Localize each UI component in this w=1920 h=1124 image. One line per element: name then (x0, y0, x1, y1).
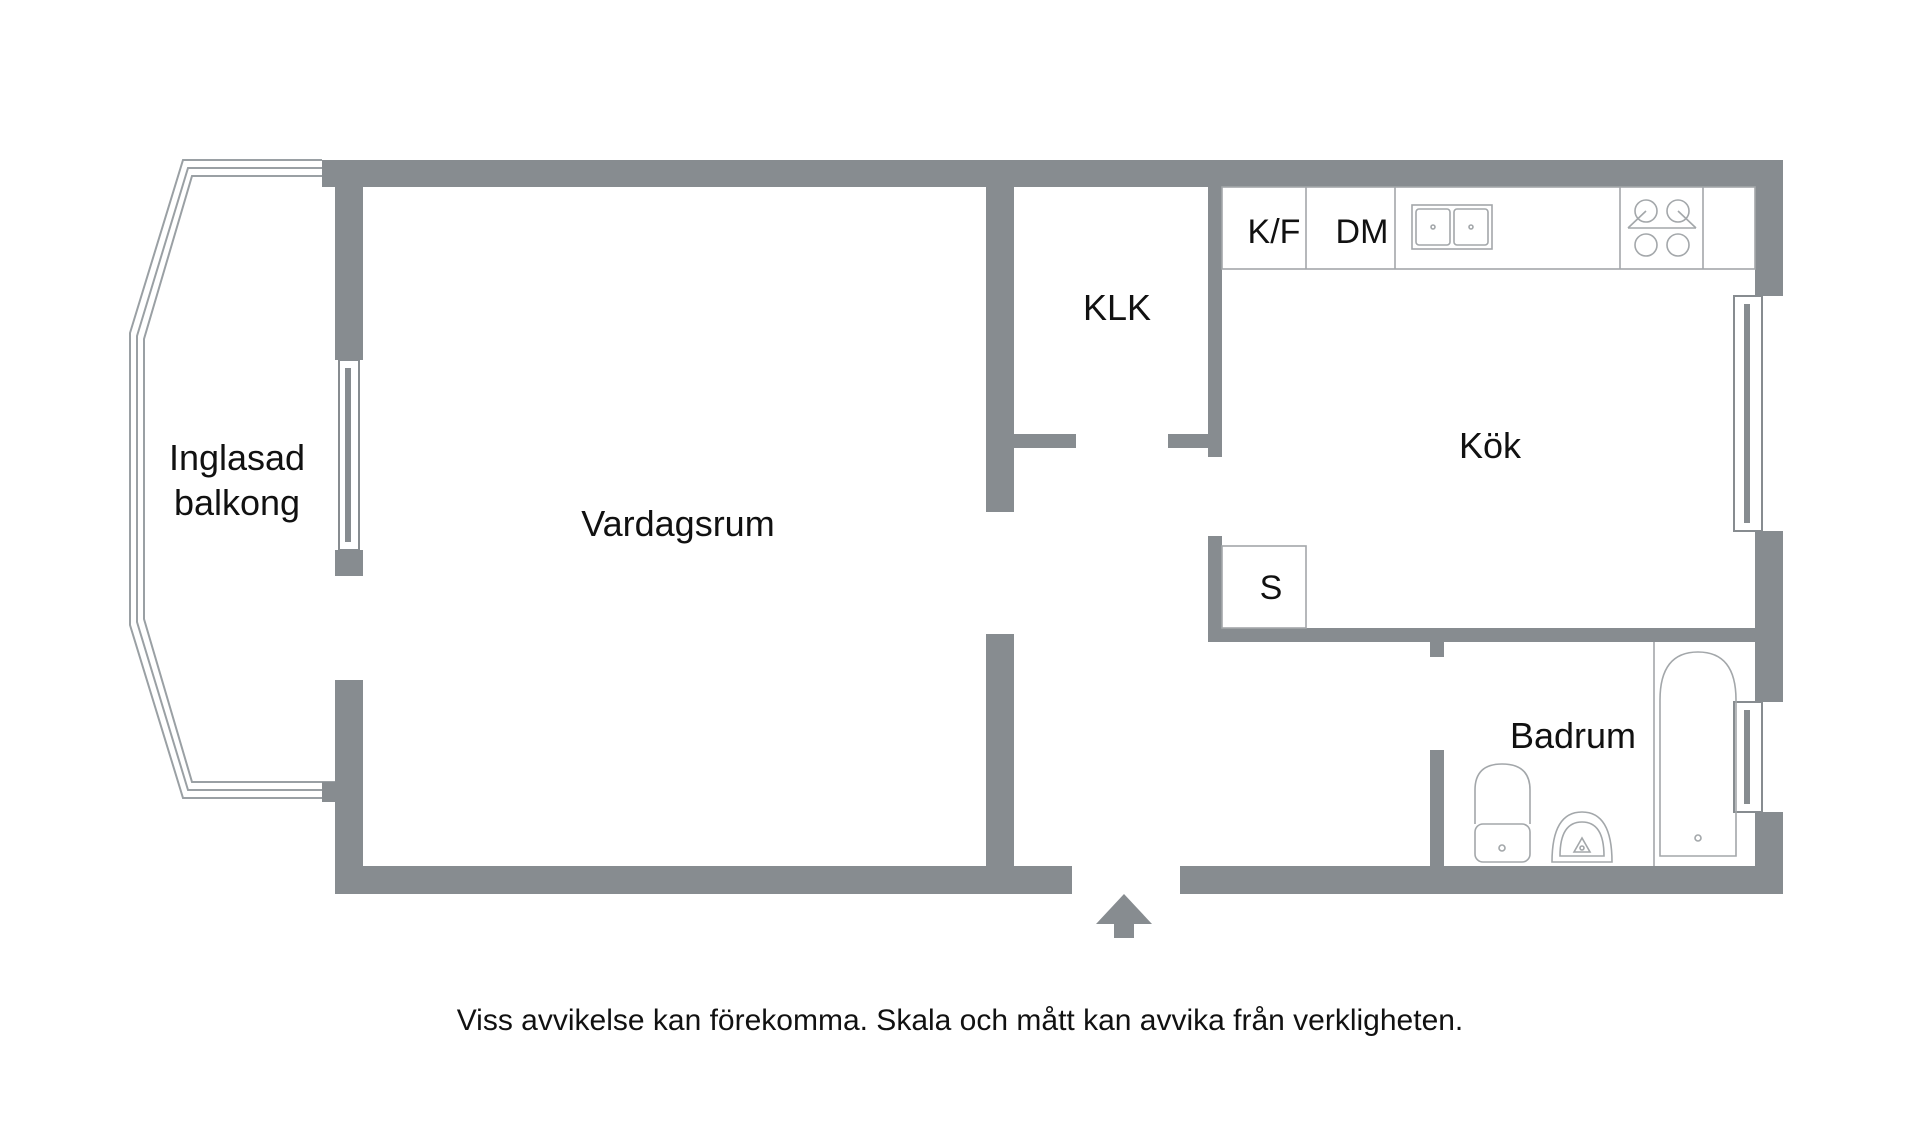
stove-icon (1627, 199, 1697, 257)
fixture-label-fridge-freezer: K/F (1248, 213, 1301, 251)
room-label-bathroom: Badrum (1510, 715, 1636, 756)
bathtub-icon (1653, 642, 1737, 866)
kitchen-counter (1221, 186, 1756, 270)
sink-icon (1411, 204, 1493, 250)
washbasin-icon (1551, 811, 1613, 863)
room-label-living-room: Vardagsrum (581, 503, 774, 544)
room-label-kitchen: Kök (1459, 425, 1522, 466)
room-label-balcony-line1: Inglasad (169, 437, 305, 478)
room-label-closet: KLK (1083, 287, 1151, 328)
disclaimer-text: Viss avvikelse kan förekomma. Skala och … (456, 1004, 1464, 1037)
fixture-label-storage: S (1260, 569, 1283, 607)
interior-walls (986, 187, 1755, 866)
storage-cabinet (1221, 545, 1307, 629)
fixture-label-dishwasher: DM (1336, 213, 1389, 251)
room-label-balcony-line2: balkong (174, 482, 300, 523)
balcony-glazing (129, 159, 335, 802)
entrance-arrow-icon (1096, 894, 1152, 938)
outer-walls (322, 160, 1783, 894)
windows (338, 295, 1763, 813)
toilet-icon (1474, 763, 1531, 863)
